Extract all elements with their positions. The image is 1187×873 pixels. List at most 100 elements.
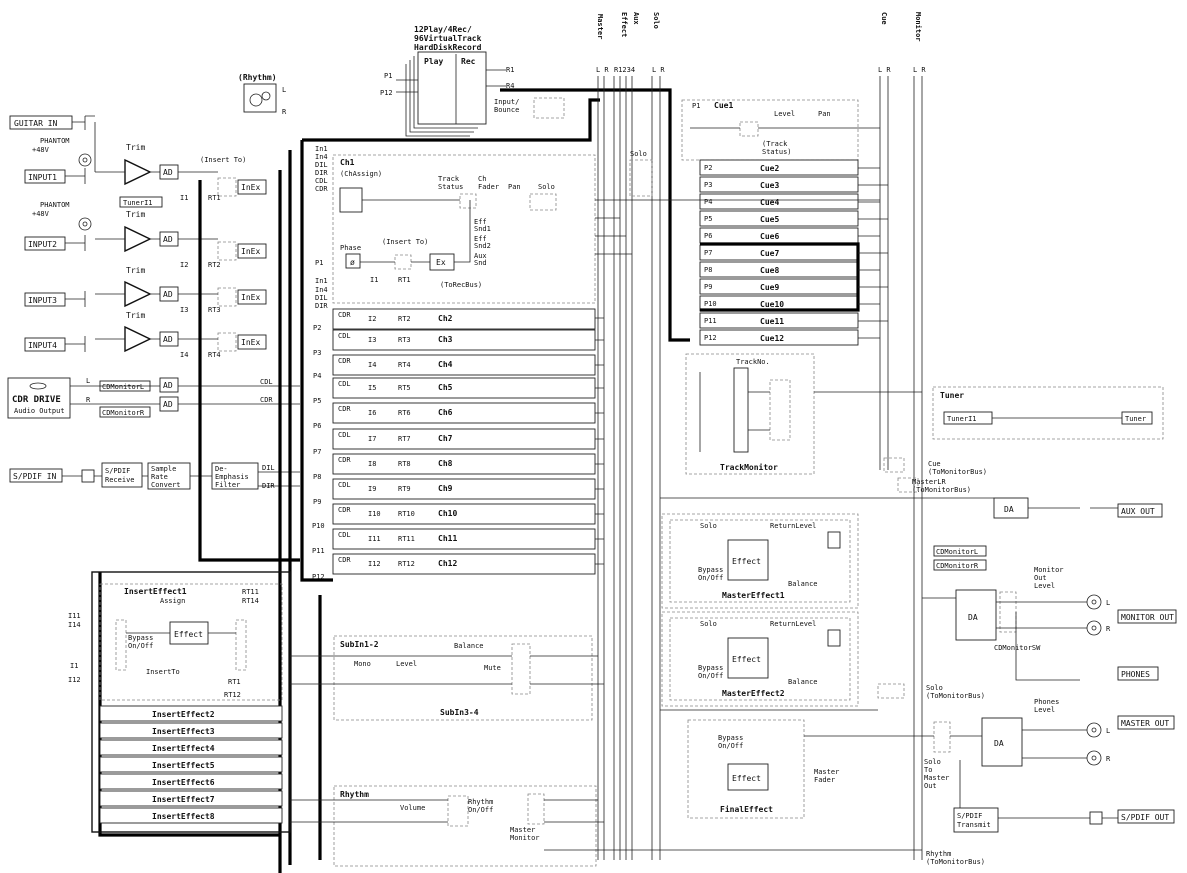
input-bounce-2: Bounce [494, 106, 519, 114]
subin-balance: Balance [454, 642, 484, 650]
rec-p12: P12 [380, 89, 393, 97]
channel-row: CDR P2 I2 RT2 Ch2 [313, 308, 596, 332]
me1-bypass-2: On/Off [698, 574, 723, 582]
ch-i: I2 [368, 315, 376, 323]
ch-rt: RT8 [398, 460, 411, 468]
me2-bypass-1: Bypass [698, 664, 723, 672]
insert-effect-4: InsertEffect4 [152, 744, 215, 753]
guitar-in-box [9, 115, 73, 130]
cue-row: P8 Cue8 [699, 261, 859, 278]
insert-effect-block: InsertEffect1 Assign Effect Bypass On/Of… [68, 571, 291, 833]
to-rec-bus: (ToRecBus) [440, 281, 482, 289]
i1-label: I1 [180, 194, 188, 202]
master-fader-2: Fader [814, 776, 835, 784]
ch-name: Ch5 [438, 383, 453, 392]
ch-name: Ch9 [438, 484, 453, 493]
input1-box [24, 169, 66, 184]
cue-name: Cue11 [760, 317, 784, 326]
bus-monitor-lr: L R [913, 66, 926, 74]
cdr-r: R [86, 396, 91, 404]
da-master: DA [994, 739, 1004, 748]
eff-snd1-2: Snd1 [474, 225, 491, 233]
rt1-label: RT1 [208, 194, 221, 202]
mon-out-level-2: Out [1034, 574, 1047, 582]
master-fader-1: Master [814, 768, 839, 776]
cue-p: P5 [704, 215, 712, 223]
cd-monitor-sw: CDMonitorSW [994, 644, 1041, 652]
i-labels: I1 I2 I3 I4 RT1 RT2 RT3 RT4 (Insert To) [180, 156, 246, 359]
cd-monitor-r-tag: CDMonitorR [102, 409, 145, 417]
cdl-line-label: CDL [260, 378, 273, 386]
cdr-drive-title: CDR DRIVE [12, 395, 61, 405]
ch-name: Ch11 [438, 534, 457, 543]
cue-name: Cue10 [760, 300, 784, 309]
input1-label: INPUT1 [28, 173, 57, 182]
ch-src: CDR [338, 357, 351, 365]
subin-mono: Mono [354, 660, 371, 668]
solo-master-1: Solo [924, 758, 941, 766]
ad-label-1: AD [163, 168, 173, 177]
cue-to-2: (ToMonitorBus) [928, 468, 987, 476]
rhythm-onoff-1: Rhythm [468, 798, 493, 806]
phantom-label-1: PHANTOM [40, 137, 70, 145]
ch-i: I7 [368, 435, 376, 443]
src-3: Convert [151, 481, 181, 489]
subin-3-4-title: SubIn3-4 [440, 708, 479, 717]
ie1-effect: Effect [174, 630, 203, 639]
track-no-label: TrackNo. [736, 358, 770, 366]
inex-label-2: InEx [241, 247, 260, 256]
spdif-transmit-2: Transmit [957, 821, 991, 829]
phones-level-2: Level [1034, 706, 1055, 714]
bus-master: Master [596, 14, 604, 39]
ch-i: I12 [368, 560, 381, 568]
ch-rt: RT9 [398, 485, 411, 493]
phones-label: PHONES [1121, 670, 1150, 679]
ch-i: I6 [368, 409, 376, 417]
rhythm-section: Rhythm Volume Rhythm On/Off Master Monit… [290, 785, 922, 867]
ch1-dirb: DIR [315, 302, 328, 310]
aux-snd-1: Aux [474, 252, 487, 260]
ch-p: P12 [312, 573, 325, 581]
cue-name: Cue8 [760, 266, 779, 275]
me1-balance: Balance [788, 580, 818, 588]
rec-r4: R4 [506, 82, 514, 90]
subin-1-2-title: SubIn1-2 [340, 640, 379, 649]
input2-label: INPUT2 [28, 240, 57, 249]
solo-mid: Solo [629, 150, 653, 197]
cue-p: P6 [704, 232, 712, 240]
ch-name: Ch6 [438, 408, 453, 417]
cue-name: Cue9 [760, 283, 779, 292]
ie1-bypass-2: On/Off [128, 642, 153, 650]
ch-i: I9 [368, 485, 376, 493]
hard-disk-recorder: 12Play/4Rec/ 96VirtualTrack HardDiskReco… [380, 25, 565, 137]
cue-p: P8 [704, 266, 712, 274]
plus48v-label-2: +48V [32, 210, 50, 218]
me2-effect: Effect [732, 655, 761, 664]
cdr-l: L [86, 377, 90, 385]
ch-src: CDL [338, 481, 351, 489]
ch1-dil: DIL [315, 161, 328, 169]
inex-label-3: InEx [241, 293, 260, 302]
cue-p: P2 [704, 164, 712, 172]
final-effect: Bypass On/Off Effect FinalEffect Master … [687, 719, 982, 819]
cue-name: Cue12 [760, 334, 784, 343]
cue-track-status-1: (Track [762, 140, 788, 148]
rhythm-volume: Volume [400, 804, 425, 812]
cue-p: P12 [704, 334, 717, 342]
ch1-cdr: CDR [315, 185, 328, 193]
bus-cue: Cue [880, 12, 888, 25]
insert-to-label: (Insert To) [200, 156, 246, 164]
channel-row: CDL P9 I9 RT9 Ch9 [313, 478, 596, 506]
bus-monitor: Monitor [914, 12, 922, 42]
aux-snd-2: Snd [474, 259, 487, 267]
insert-effect-list: InsertEffect2 InsertEffect3 InsertEffect… [99, 705, 283, 824]
spdif-receive-2: Receive [105, 476, 135, 484]
rec-r1: R1 [506, 66, 514, 74]
ch-p: P6 [313, 422, 321, 430]
rhythm-top: (Rhythm) L R [238, 73, 287, 116]
cue-row: P12 Cue12 [699, 329, 859, 346]
bus-solo-lr: L R [652, 66, 665, 74]
